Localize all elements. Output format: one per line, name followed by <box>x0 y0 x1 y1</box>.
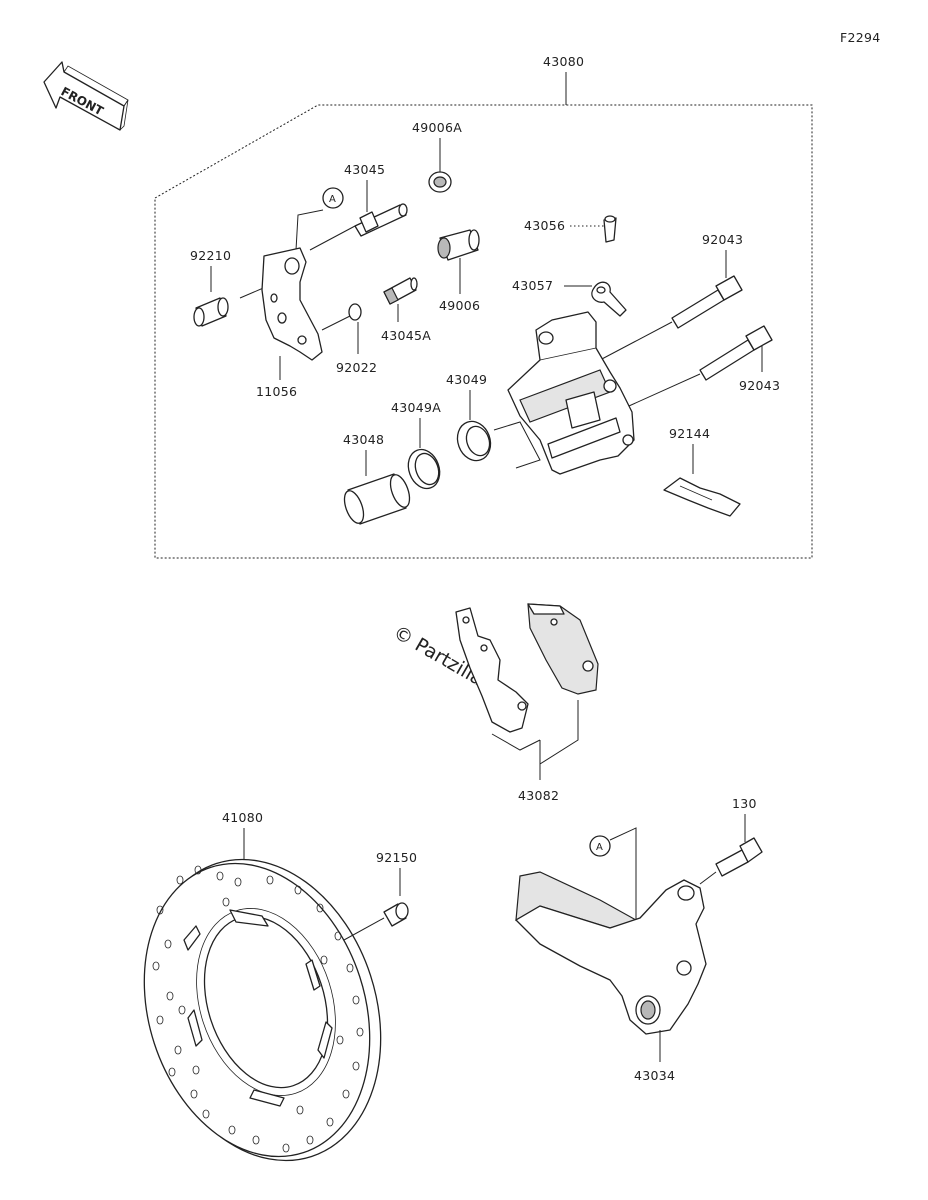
part-92144-spring: 92144 <box>663 426 741 517</box>
callout-a-label-bottom: A <box>596 842 603 853</box>
part-49006A-boot: 49006A <box>412 120 462 193</box>
part-label-92022: 92022 <box>336 360 377 375</box>
part-43056-bleeder: 43056 <box>524 215 617 243</box>
part-43034-bracket: 43034 <box>515 871 707 1083</box>
part-label-43048: 43048 <box>343 432 384 447</box>
part-130-bolt: 130 <box>699 796 763 885</box>
part-label-43080: 43080 <box>543 54 584 69</box>
part-label-92043-lower: 92043 <box>739 378 780 393</box>
part-43049-seal: 43049 <box>446 372 541 469</box>
caliper-assembly-boundary: 43080 <box>154 54 813 559</box>
part-label-49006A: 49006A <box>412 120 462 135</box>
part-label-43049: 43049 <box>446 372 487 387</box>
disc-slots <box>183 909 333 1107</box>
part-label-92150: 92150 <box>376 850 417 865</box>
part-label-43034: 43034 <box>634 1068 675 1083</box>
part-label-130: 130 <box>732 796 757 811</box>
part-41080-disc: 41080 <box>143 810 382 1162</box>
disc-holes <box>152 865 364 1153</box>
part-label-41080: 41080 <box>222 810 263 825</box>
part-label-92043-upper: 92043 <box>702 232 743 247</box>
part-92210-sleeve: 92210 <box>190 248 269 327</box>
part-label-43049A: 43049A <box>391 400 441 415</box>
part-label-43045: 43045 <box>344 162 385 177</box>
part-label-43045A: 43045A <box>381 328 431 343</box>
part-43045A-pin: 43045A <box>381 277 431 343</box>
part-43057-cap: 43057 <box>512 278 627 317</box>
part-label-92144: 92144 <box>669 426 710 441</box>
part-43049A-seal: 43049A <box>391 400 441 490</box>
part-label-43057: 43057 <box>512 278 553 293</box>
part-label-43082: 43082 <box>518 788 559 803</box>
diagram-id: F2294 <box>840 30 881 45</box>
caliper-body <box>507 311 635 475</box>
callout-a-top: A <box>295 187 344 251</box>
part-label-49006: 49006 <box>439 298 480 313</box>
part-43048-piston: 43048 <box>343 432 411 525</box>
front-direction-arrow: FRONT <box>43 61 129 131</box>
callout-a-bottom: A <box>589 827 637 920</box>
part-92043-bolt-lower: 92043 <box>619 325 780 411</box>
part-43082-pads: 43082 <box>455 603 599 803</box>
part-11056-bracket: 11056 <box>256 247 323 399</box>
part-92150-bolt: 92150 <box>343 850 417 941</box>
part-label-43056: 43056 <box>524 218 565 233</box>
part-label-92210: 92210 <box>190 248 231 263</box>
part-43045-pin: 43045 <box>309 162 408 251</box>
part-49006-boot: 49006 <box>437 229 480 313</box>
part-92043-bolt-upper: 92043 <box>599 232 743 361</box>
part-92022-washer: 92022 <box>321 303 377 375</box>
part-label-11056: 11056 <box>256 384 297 399</box>
callout-a-label: A <box>329 194 336 205</box>
